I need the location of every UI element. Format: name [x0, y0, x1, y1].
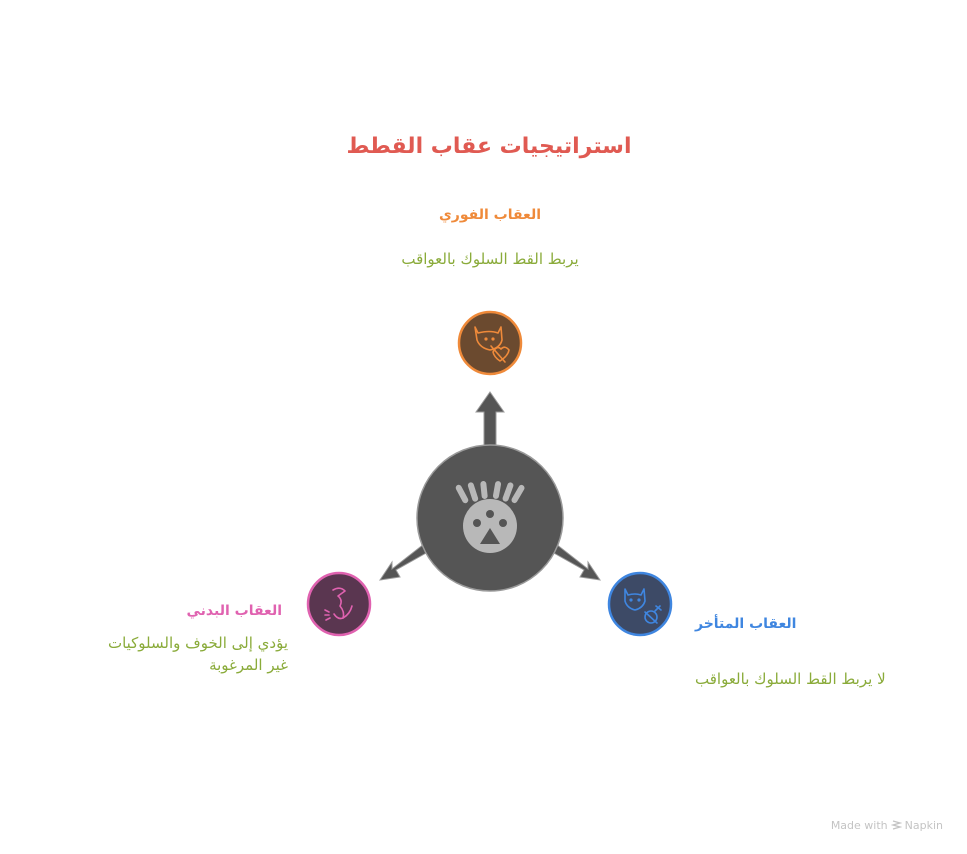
cat-heart-crossed-icon: [474, 326, 510, 363]
made-with-label: Made with: [830, 819, 888, 832]
napkin-watermark[interactable]: Made with Napkin: [831, 819, 943, 832]
hand-strike-icon: [324, 587, 353, 621]
heading-immediate: العقاب الفوري: [438, 207, 542, 223]
description-physical-line-1: يؤدي إلى الخوف والسلوكيات: [107, 634, 288, 652]
napkin-brand-label: Napkin: [904, 819, 943, 832]
heading-delayed: العقاب المتأخر: [695, 616, 797, 632]
description-immediate: يربط القط السلوك بالعواقب: [401, 250, 579, 268]
node-immediate[interactable]: [457, 310, 523, 376]
description-physical: يؤدي إلى الخوف والسلوكيات غير المرغوبة: [60, 632, 288, 676]
arrow-right: [551, 543, 602, 581]
node-delayed[interactable]: [607, 571, 673, 637]
heading-physical: العقاب البدني: [186, 603, 282, 619]
description-delayed: لا يربط القط السلوك بالعواقب: [695, 670, 886, 688]
paw-punishment-icon: [455, 481, 525, 553]
center-node: [416, 444, 564, 592]
arrow-up: [475, 391, 505, 449]
page-title: استراتيجيات عقاب القطط: [346, 134, 632, 159]
description-physical-line-2: غير المرغوبة: [209, 656, 288, 674]
cat-link-broken-icon: [624, 588, 662, 624]
napkin-logo-icon: [890, 820, 902, 830]
node-physical[interactable]: [306, 571, 372, 637]
arrow-left: [378, 543, 429, 581]
